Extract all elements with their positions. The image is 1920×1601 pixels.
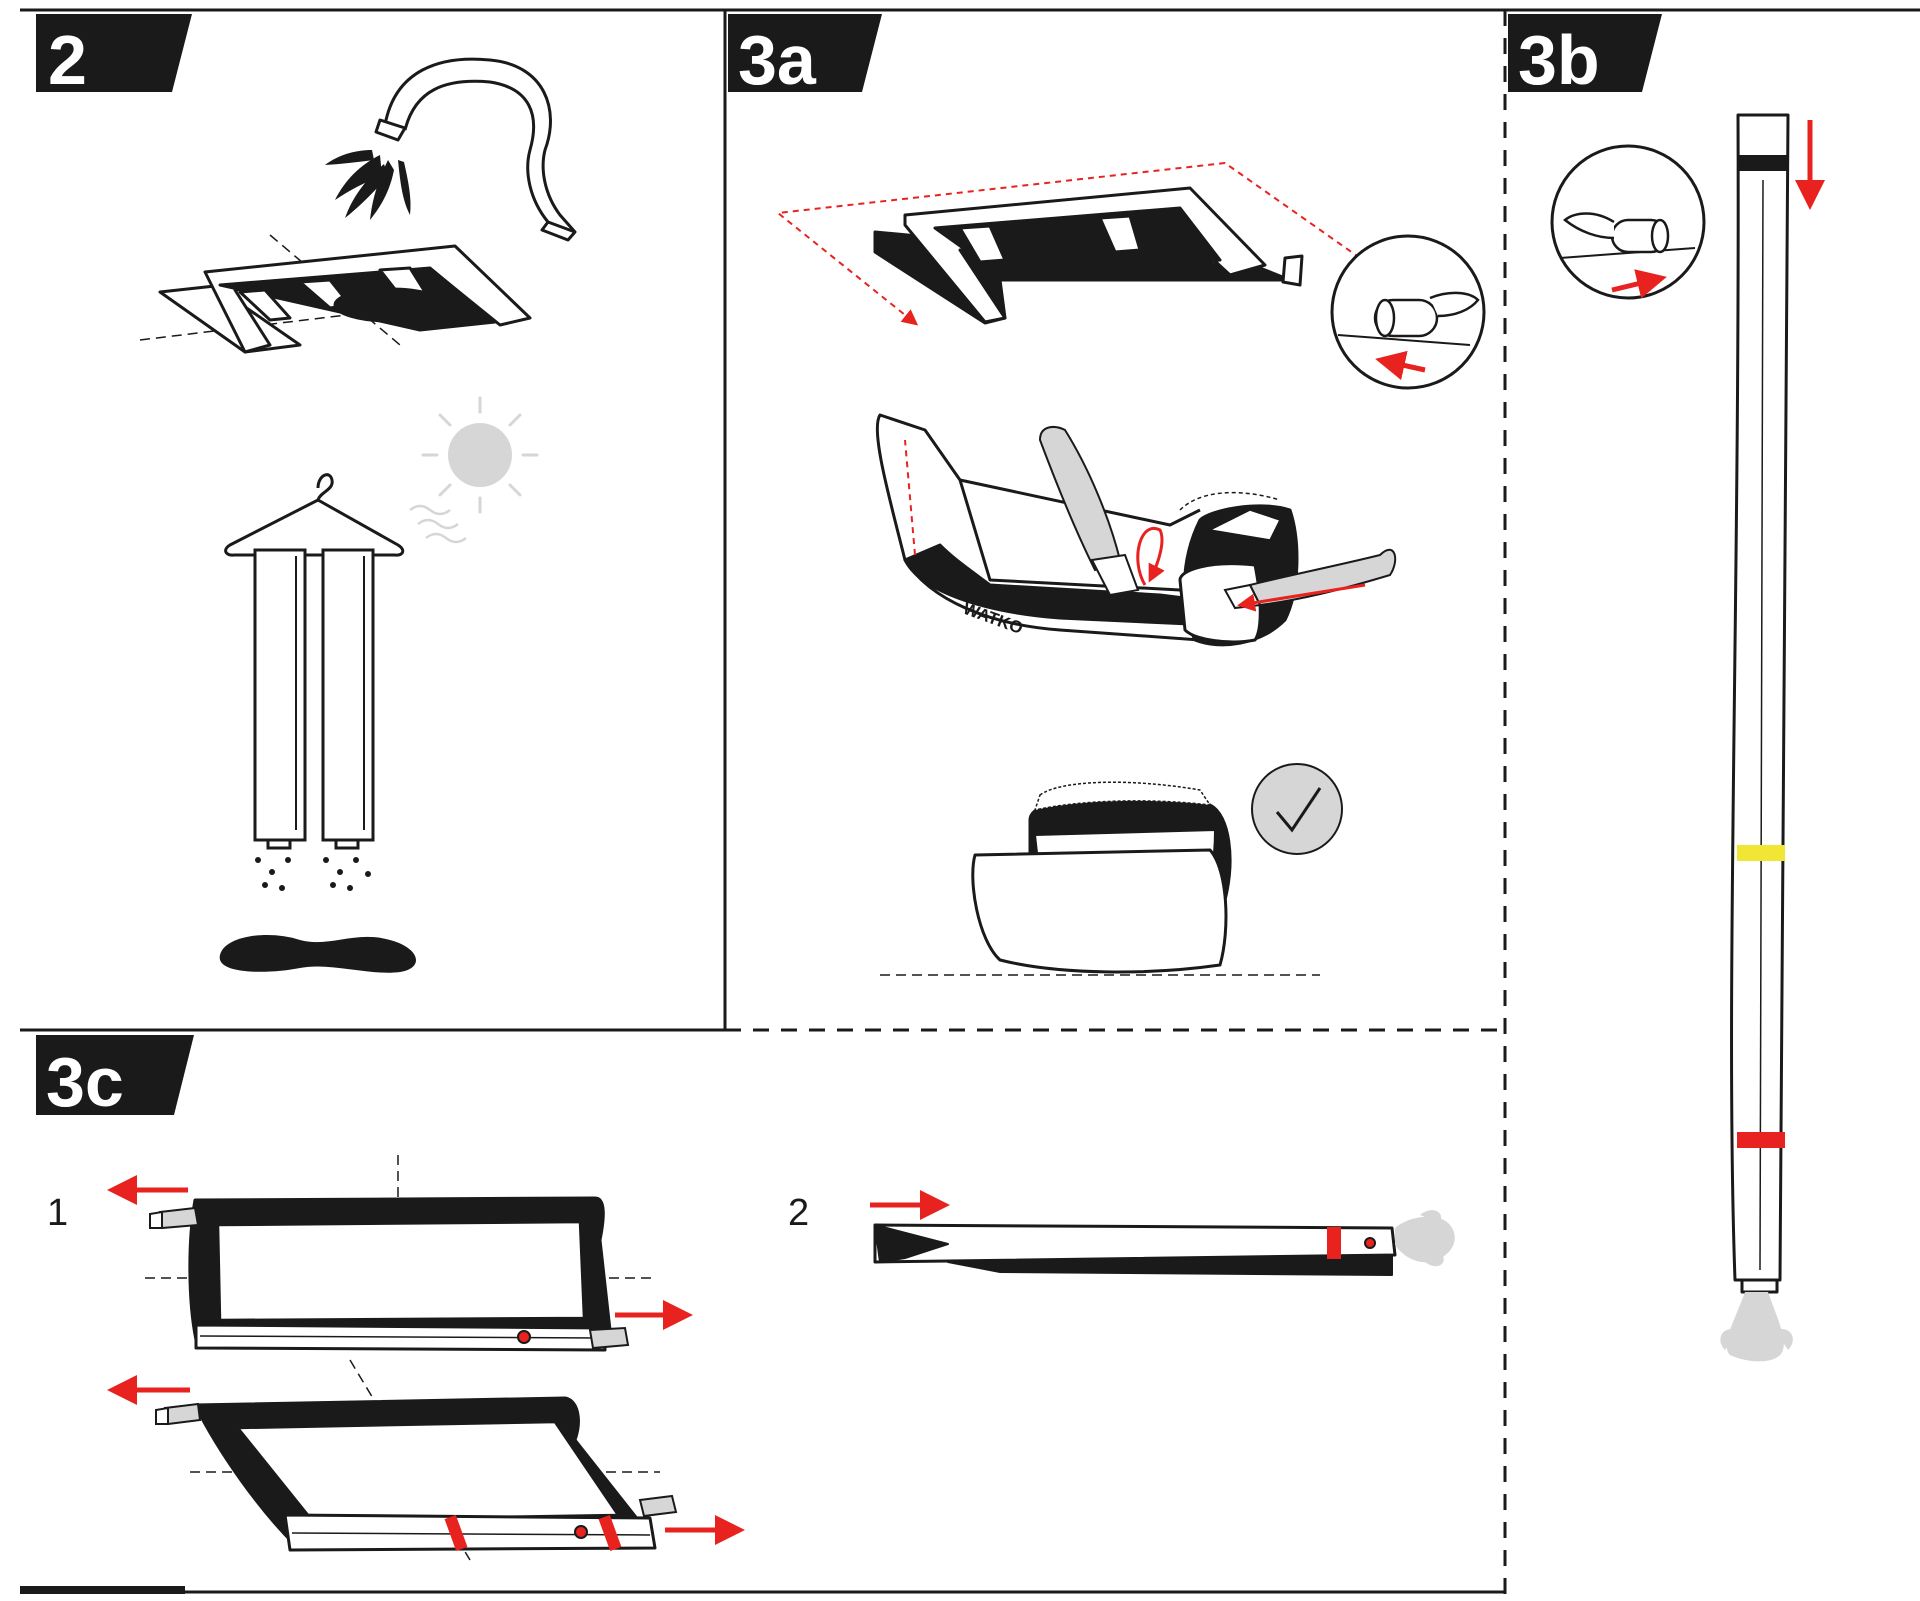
hanger-icon: [224, 473, 405, 557]
check-icon: [1251, 763, 1343, 855]
yellow-marker: [1737, 845, 1785, 861]
step-label-3c: 3c: [36, 1035, 194, 1121]
folded-bundle: [880, 781, 1320, 976]
svg-text:2: 2: [48, 21, 87, 99]
air-out-icon-3c: [1395, 1210, 1455, 1267]
goal-frame-top: [873, 186, 1304, 325]
panel-frames: [20, 8, 1920, 1601]
hand-left-2: [155, 1402, 202, 1426]
goal-frame-flat-1: [145, 1155, 655, 1352]
step2-illustration: [139, 57, 577, 973]
red-marker-bar: [1327, 1227, 1341, 1259]
rolled-pole: [1730, 113, 1790, 1294]
hose-icon: [374, 57, 577, 242]
roll-zoom-icon-3b: [1550, 144, 1706, 300]
water-puddle: [219, 935, 417, 973]
svg-text:3b: 3b: [1518, 21, 1600, 99]
water-drips: [255, 857, 371, 891]
hand-right-1: [588, 1326, 630, 1350]
drying-net-right: [321, 548, 375, 850]
sun-icon: [409, 396, 539, 544]
step3b-illustration: [1550, 113, 1825, 1362]
fold-path-dashed: [775, 161, 1361, 326]
step3a-illustration: WATKO: [775, 161, 1486, 976]
red-marker-3c-b: [598, 1514, 622, 1552]
svg-text:3a: 3a: [738, 21, 817, 99]
step-label-3a: 3a: [728, 14, 882, 99]
red-marker-3c-a: [444, 1514, 468, 1552]
water-splash-icon: [325, 150, 411, 220]
goal-frame-rinsing: [139, 234, 532, 354]
drying-net-left: [253, 548, 307, 850]
hand-left-1: [149, 1206, 200, 1230]
svg-text:2: 2: [788, 1192, 809, 1234]
rolling-goal: [875, 413, 1299, 647]
left-arm: [1038, 426, 1140, 597]
air-out-icon-3b: [1720, 1292, 1793, 1362]
roll-direction-arrow: [1136, 526, 1165, 586]
step-label-2: 2: [36, 14, 192, 99]
svg-text:1: 1: [47, 1192, 68, 1234]
goal-frame-flat-2: [190, 1359, 660, 1561]
flat-bar: [873, 1223, 1397, 1276]
hand-right-2: [638, 1494, 678, 1518]
step3c-illustration: 1 2: [47, 1155, 1455, 1561]
push-arrow: [1237, 583, 1366, 612]
step-label-3b: 3b: [1508, 14, 1662, 99]
svg-text:3c: 3c: [46, 1043, 124, 1121]
roll-zoom-icon: [1330, 234, 1486, 390]
red-marker: [1737, 1132, 1785, 1148]
